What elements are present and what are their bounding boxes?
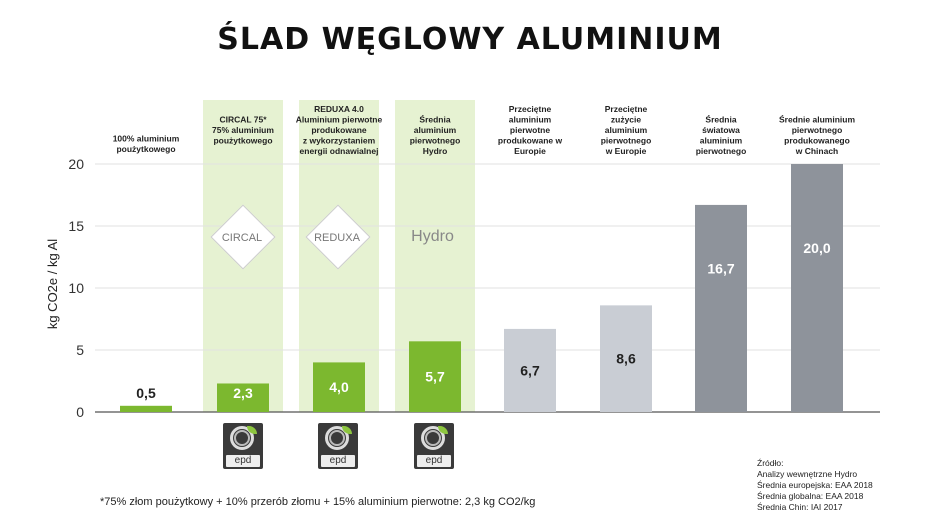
epd-logo-hydro: epd [414, 423, 454, 469]
bar [504, 328, 556, 412]
sources-block: Źródło: Analizy wewnętrzne Hydro Średnia… [757, 458, 873, 513]
circal-logo-text: CIRCAL [221, 232, 263, 244]
bar-value-label: 16,7 [707, 260, 734, 276]
footnote: *75% złom poużytkowy + 10% przerób złomu… [100, 496, 536, 508]
y-tick-label: 5 [76, 342, 84, 358]
bar-value-label: 0,5 [136, 385, 156, 401]
chart-title: ŚLAD WĘGLOWY ALUMINIUM [217, 22, 723, 57]
bar-value-label: 20,0 [803, 240, 830, 256]
bar [695, 204, 747, 412]
bar-value-label: 2,3 [233, 385, 253, 401]
labels: 0 5 10 15 20 0,5 2,3 4,0 5,7 6,7 8,6 16,7 20,0 100% a… [68, 104, 855, 420]
y-axis-label: kg CO2e / kg Al [45, 239, 60, 329]
bar [217, 383, 269, 412]
y-tick-label: 10 [68, 280, 84, 296]
epd-logo-reduxa: epd [318, 423, 358, 469]
bar [313, 362, 365, 412]
epd-logo-circal: epd [223, 423, 263, 469]
epd-label: epd [226, 455, 260, 467]
bar-value-label: 4,0 [329, 379, 349, 395]
bar-value-label: 8,6 [616, 351, 636, 367]
source-line: Średnia globalna: EAA 2018 [757, 491, 864, 501]
hydro-logo-text: Hydro [411, 228, 454, 245]
epd-label: epd [417, 455, 451, 467]
source-line: Średnia europejska: EAA 2018 [757, 480, 873, 490]
source-line: Źródło: [757, 458, 784, 468]
bar-value-label: 6,7 [520, 362, 540, 378]
source-line: Analizy wewnętrzne Hydro [757, 469, 858, 479]
bar [120, 405, 172, 412]
bars [120, 164, 843, 412]
y-tick-label: 20 [68, 156, 84, 172]
epd-label: epd [321, 455, 355, 467]
y-tick-label: 0 [76, 404, 84, 420]
source-line: Średnia Chin: IAI 2017 [757, 502, 843, 512]
reduxa-logo-text: REDUXA [314, 232, 360, 244]
bar [600, 305, 652, 412]
bar [791, 164, 843, 412]
y-tick-label: 15 [68, 218, 84, 234]
bar-value-label: 5,7 [425, 369, 445, 385]
bar [409, 341, 461, 412]
